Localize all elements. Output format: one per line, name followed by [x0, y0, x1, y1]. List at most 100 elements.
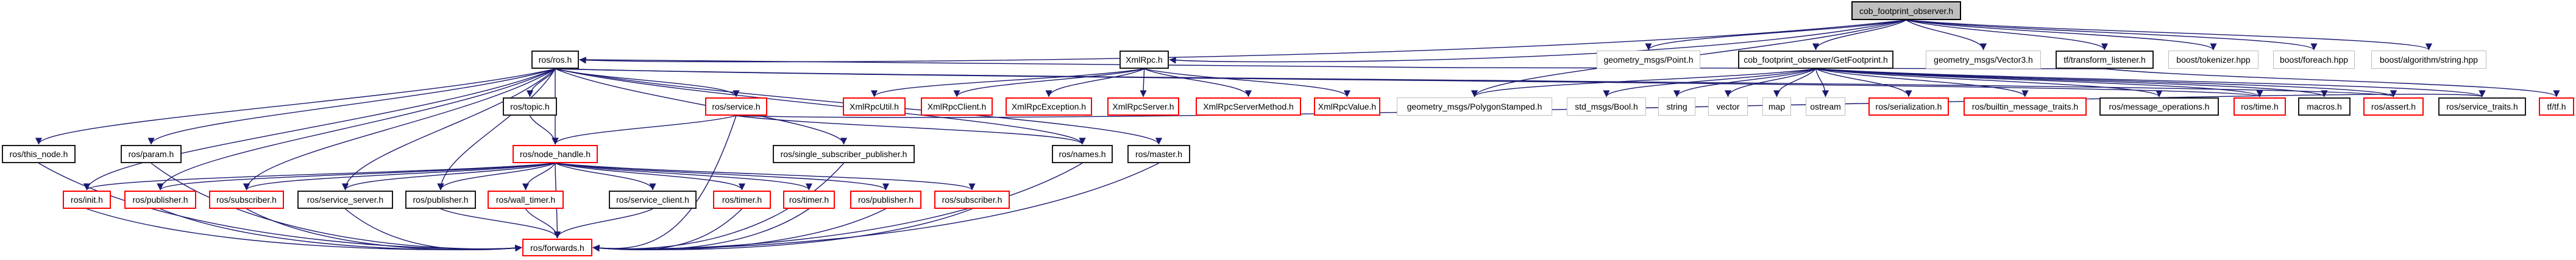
node-macros[interactable]: macros.h	[2298, 97, 2351, 116]
edge-ros-node-handle-to-ros-init	[83, 163, 556, 191]
node-ros-assert[interactable]: ros/assert.h	[2363, 97, 2424, 116]
node-ros-service-traits[interactable]: ros/service_traits.h	[2438, 97, 2526, 116]
node-tf-tf[interactable]: tf/tf.h	[2539, 97, 2574, 116]
node-xmlrpcserver[interactable]: XmlRpcServer.h	[1107, 97, 1179, 116]
node-ros-init[interactable]: ros/init.h	[63, 191, 111, 209]
edge-ros-service-to-ros-names	[736, 115, 1086, 145]
node-ros-serialization[interactable]: ros/serialization.h	[1868, 97, 1949, 116]
node-xmlrpcexception[interactable]: XmlRpcException.h	[1006, 97, 1092, 116]
node-ros-service[interactable]: ros/service.h	[705, 97, 767, 116]
edge-ros-ros-to-ros-init	[83, 68, 556, 191]
node-ros-publisher3[interactable]: ros/publisher.h	[850, 191, 921, 209]
node-ros-names[interactable]: ros/names.h	[1052, 145, 1113, 163]
edge-ros-node-handle-to-ros-wall-timer	[522, 163, 556, 191]
edge-getfootprint-to-ostream	[1815, 68, 1829, 97]
edge-ros-timer1-to-ros-forwards	[592, 208, 742, 252]
node-boost-tokenizer: boost/tokenizer.hpp	[2168, 51, 2258, 69]
node-ros-master[interactable]: ros/master.h	[1127, 145, 1190, 163]
edge-root-to-boost-algo-string	[1906, 19, 2432, 51]
edge-ros-ros-to-ros-assert	[555, 68, 2396, 97]
edge-getfootprint-to-vector	[1724, 68, 1816, 97]
node-root[interactable]: cob_footprint_observer.h	[1851, 1, 1961, 20]
edge-getfootprint-to-ros-builtin-mt	[1815, 68, 2029, 97]
edge-ros-node-handle-to-ros-service-client	[555, 163, 656, 191]
edge-root-to-boost-tokenizer	[1906, 19, 2217, 51]
node-getfootprint[interactable]: cob_footprint_observer/GetFootprint.h	[1738, 51, 1893, 69]
node-gm-vector3: geometry_msgs/Vector3.h	[1926, 51, 2041, 69]
edge-xmlrpc-to-xmlrpcservermethod	[1144, 68, 1252, 97]
edge-ros-node-handle-to-ros-timer1	[555, 163, 745, 191]
edge-ros-service-to-ros-forwards	[592, 115, 737, 252]
node-xmlrpc[interactable]: XmlRpc.h	[1119, 51, 1169, 69]
edge-ros-node-handle-to-ros-publisher1	[157, 163, 556, 191]
node-string: string	[1658, 97, 1695, 116]
edge-ros-master-to-ros-forwards	[592, 163, 1159, 252]
node-ros-this-node[interactable]: ros/this_node.h	[2, 145, 76, 163]
edge-ros-ros-to-ros-this-node	[35, 68, 556, 145]
node-xmlrpcutil[interactable]: XmlRpcUtil.h	[843, 97, 906, 116]
node-ros-topic[interactable]: ros/topic.h	[503, 97, 557, 116]
node-ros-builtin-mt[interactable]: ros/builtin_message_traits.h	[1964, 97, 2087, 116]
node-map: map	[1762, 97, 1791, 116]
edge-ros-publisher1-to-ros-forwards	[160, 208, 522, 252]
edge-root-to-gm-vector3	[1906, 19, 1987, 51]
edge-ros-node-handle-to-ros-publisher3	[555, 163, 889, 191]
edge-ros-topic-to-ros-node-handle	[529, 115, 559, 145]
edge-root-to-boost-foreach	[1906, 19, 2318, 51]
node-ros-ros[interactable]: ros/ros.h	[531, 51, 579, 69]
node-boost-algo-string: boost/algorithm/string.hpp	[2371, 51, 2486, 69]
node-ros-service-server[interactable]: ros/service_server.h	[297, 191, 393, 209]
node-ros-wall-timer[interactable]: ros/wall_timer.h	[488, 191, 564, 209]
edge-getfootprint-to-ros-time	[1815, 68, 2263, 97]
edge-ros-ros-to-ros-subscriber1	[243, 68, 556, 191]
node-ros-timer1[interactable]: ros/timer.h	[713, 191, 771, 209]
edge-xmlrpc-to-xmlrpcserver	[1140, 68, 1147, 97]
edge-ros-ros-to-ros-publisher1	[157, 68, 556, 191]
node-ros-service-client[interactable]: ros/service_client.h	[609, 191, 697, 209]
node-ros-subscriber1[interactable]: ros/subscriber.h	[209, 191, 284, 209]
edge-xmlrpc-to-xmlrpcclient	[953, 68, 1144, 97]
node-ros-publisher2[interactable]: ros/publisher.h	[405, 191, 476, 209]
edge-xmlrpc-to-xmlrpcutil	[871, 68, 1144, 97]
edge-root-to-xmlrpc	[1169, 19, 1907, 64]
node-tf-listener[interactable]: tf/transform_listener.h	[2056, 51, 2154, 69]
node-ros-msg-ops[interactable]: ros/message_operations.h	[2099, 97, 2219, 116]
edge-ros-ros-to-ros-service-server	[341, 68, 556, 191]
edge-getfootprint-to-map	[1773, 68, 1817, 97]
node-ostream: ostream	[1806, 97, 1845, 116]
edge-root-to-gm-point	[1645, 19, 1907, 51]
edge-ros-ros-to-ros-master	[555, 68, 1162, 145]
edge-ros-service-client-to-ros-forwards	[553, 208, 653, 239]
node-boost-foreach: boost/foreach.hpp	[2273, 51, 2355, 69]
node-ros-timer2[interactable]: ros/timer.h	[783, 191, 835, 209]
node-ros-param[interactable]: ros/param.h	[121, 145, 182, 163]
node-gm-point: geometry_msgs/Point.h	[1597, 51, 1700, 69]
node-ros-time[interactable]: ros/time.h	[2234, 97, 2286, 116]
edge-ros-ros-to-ros-param	[147, 68, 556, 145]
node-vector: vector	[1708, 97, 1748, 116]
node-xmlrpcclient[interactable]: XmlRpcClient.h	[921, 97, 993, 116]
edge-getfootprint-to-std-bool	[1603, 68, 1816, 97]
node-xmlrpcvalue[interactable]: XmlRpcValue.h	[1314, 97, 1380, 116]
edge-getfootprint-to-ros-service-traits	[1815, 68, 2486, 97]
edge-ros-node-handle-to-ros-timer2	[555, 163, 812, 191]
edge-root-to-ros-ros	[579, 19, 1907, 64]
node-ros-publisher1[interactable]: ros/publisher.h	[124, 191, 196, 209]
edge-ros-service-server-to-ros-forwards	[345, 208, 522, 252]
edge-getfootprint-to-string	[1673, 68, 1816, 97]
node-ros-forwards[interactable]: ros/forwards.h	[522, 239, 592, 256]
edge-xmlrpc-to-xmlrpcexception	[1045, 68, 1144, 97]
node-ros-node-handle[interactable]: ros/node_handle.h	[513, 145, 598, 163]
edge-ros-ros-to-ros-publisher2	[437, 68, 556, 191]
edge-ros-node-handle-to-ros-publisher2	[437, 163, 556, 191]
edge-ros-node-handle-to-ros-subscriber1	[243, 163, 556, 191]
node-ros-ssp[interactable]: ros/single_subscriber_publisher.h	[773, 145, 915, 163]
edge-getfootprint-to-ros-msg-ops	[1815, 68, 2163, 97]
node-ros-subscriber2[interactable]: ros/subscriber.h	[934, 191, 1010, 209]
edge-getfootprint-to-ros-serialization	[1815, 68, 1912, 97]
node-xmlrpcservermethod[interactable]: XmlRpcServerMethod.h	[1196, 97, 1301, 116]
edge-ros-service-to-ros-node-handle	[552, 115, 737, 145]
edge-ros-subscriber2-to-ros-forwards	[592, 208, 973, 252]
